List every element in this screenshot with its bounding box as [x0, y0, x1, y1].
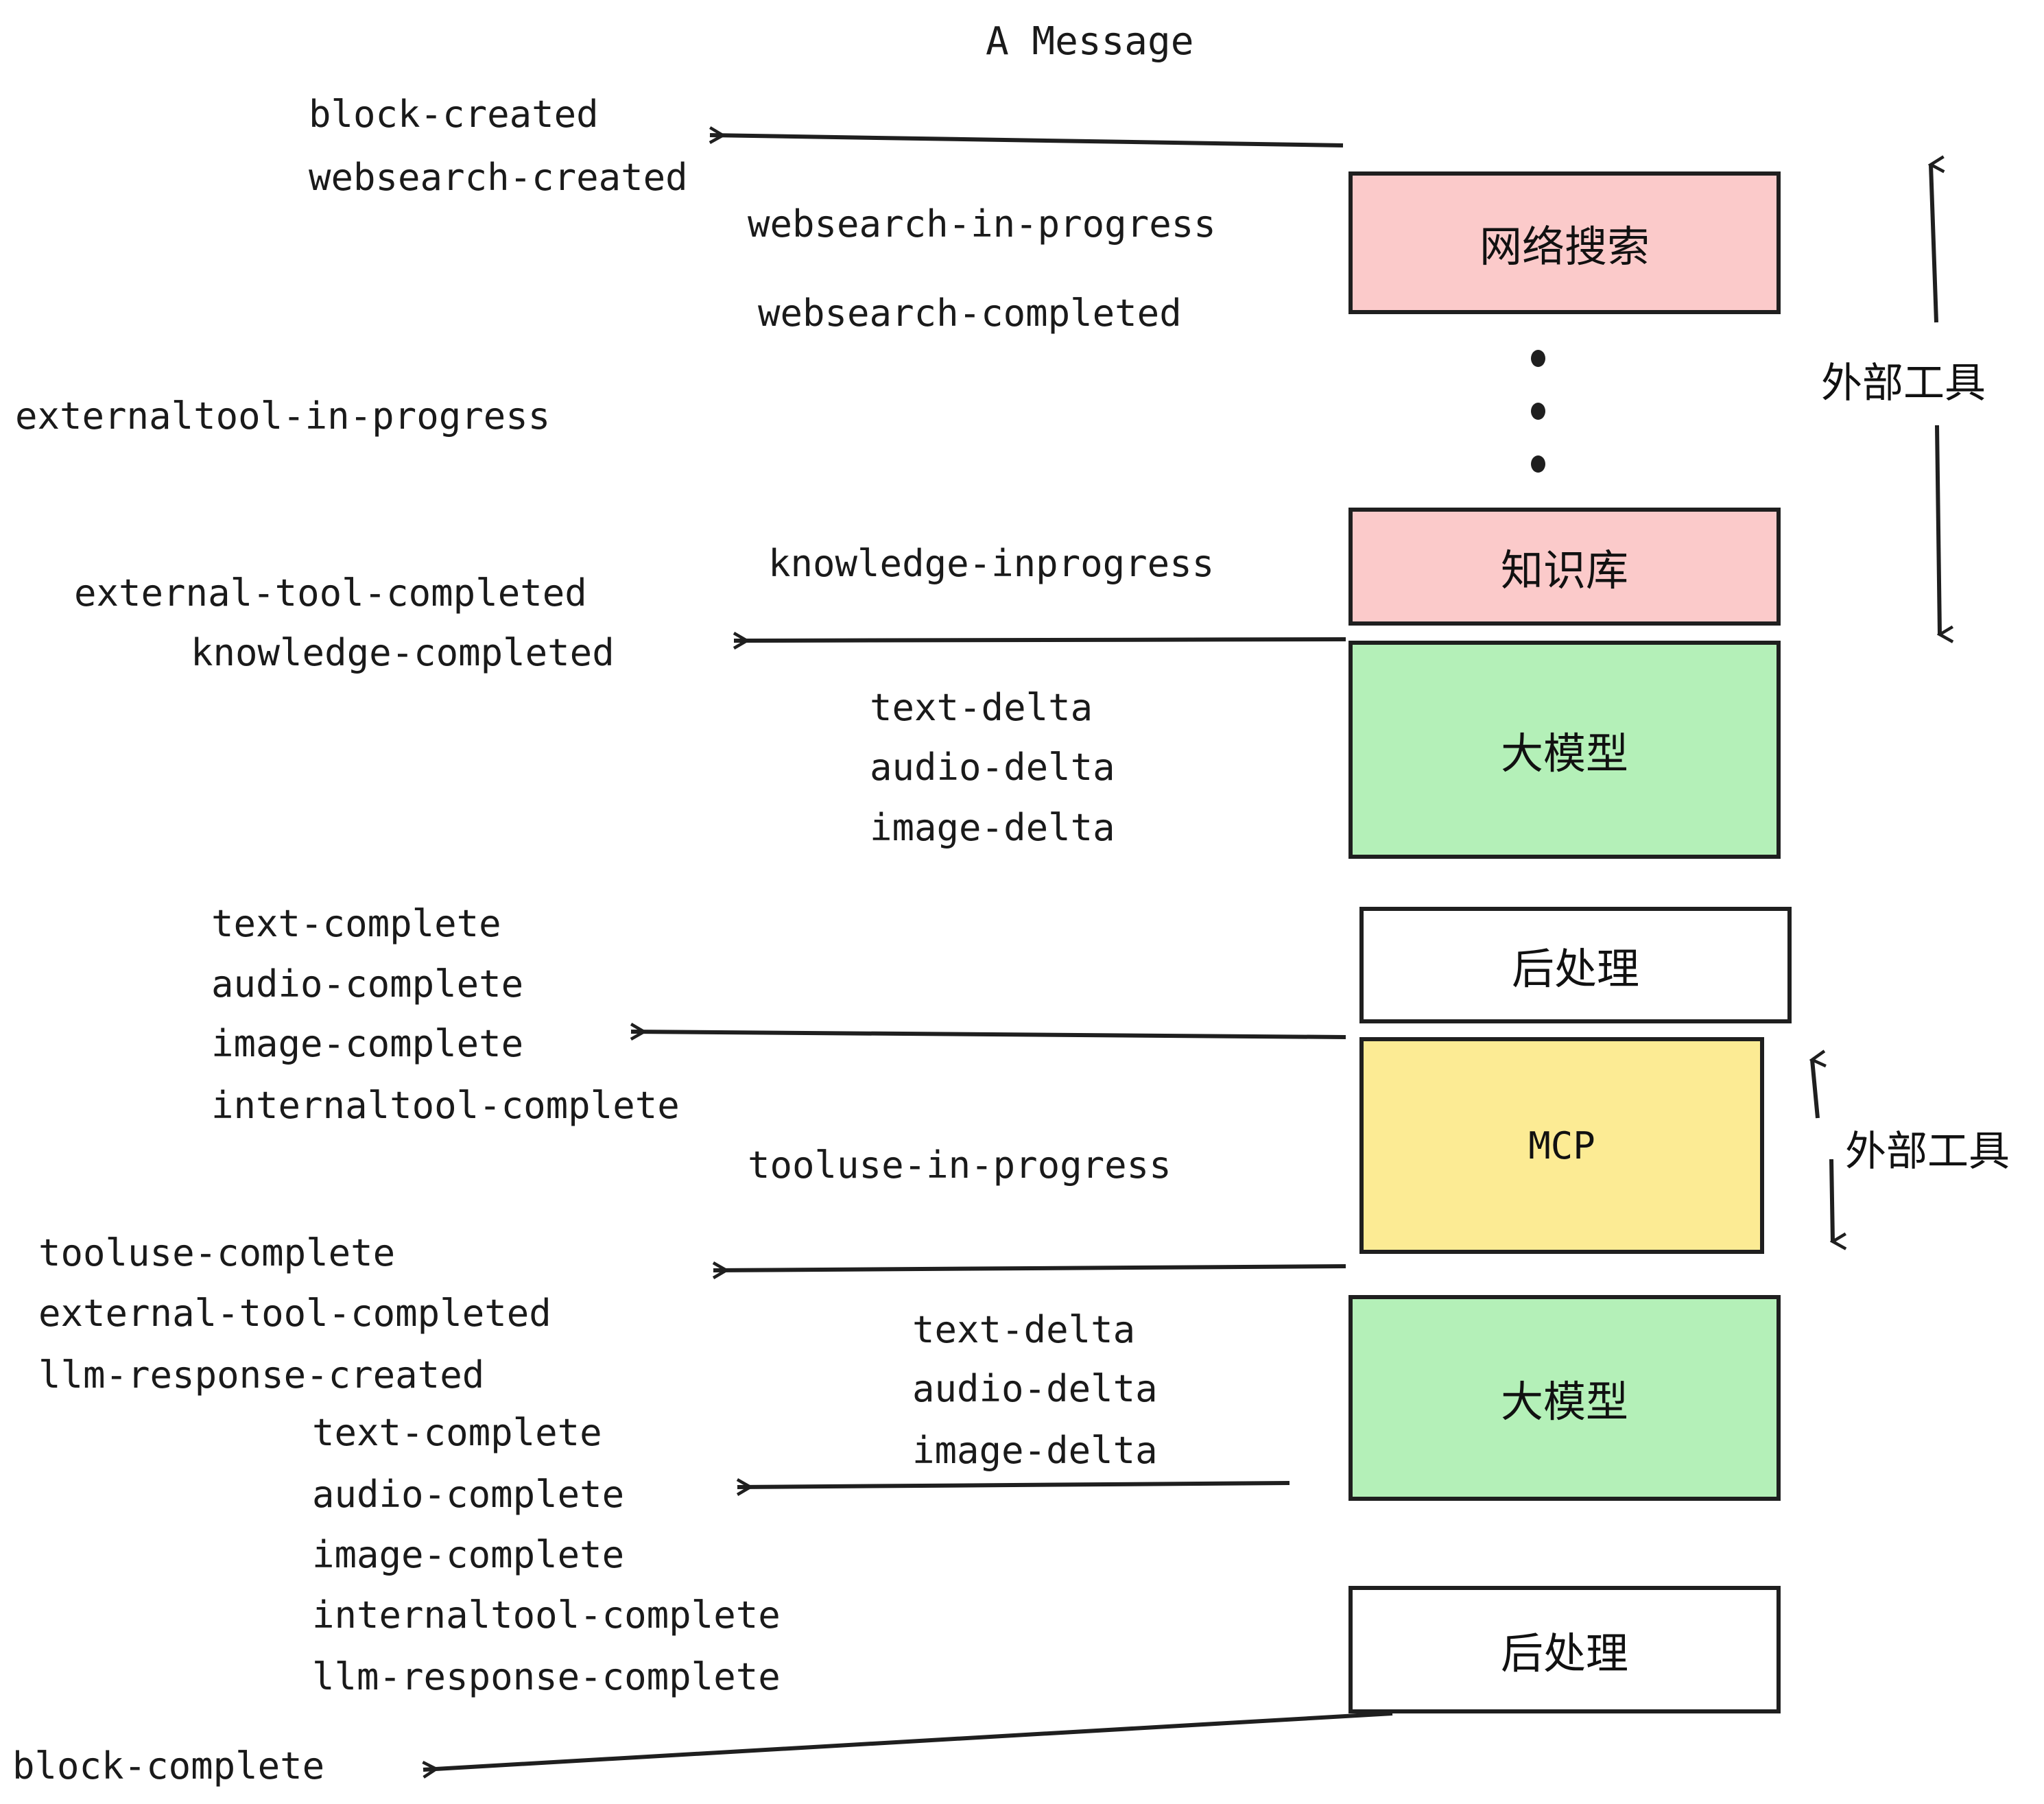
box-websearch[interactable]: 网络搜索 [1348, 171, 1781, 314]
ellipsis-dots [1531, 350, 1545, 508]
arrow-postprocess-to-image-complete [631, 1032, 1346, 1037]
event-label-external-tool-completed-1: external-tool-completed [74, 571, 587, 615]
box-postprocess-2[interactable]: 后处理 [1348, 1586, 1781, 1713]
box-llm-2-label: 大模型 [1500, 1377, 1628, 1427]
arrow-mcp-to-tooluse-complete [713, 1266, 1346, 1270]
event-label-audio-delta-2: audio-delta [912, 1367, 1158, 1410]
box-postprocess-1-label: 后处理 [1511, 944, 1639, 994]
event-label-image-complete-2: image-complete [312, 1533, 625, 1576]
arrow-external-tool-top-up [1931, 165, 1936, 323]
arrow-external-tool-top-down [1935, 425, 1940, 634]
event-label-llm-response-created: llm-response-created [38, 1353, 485, 1397]
box-knowledge[interactable]: 知识库 [1348, 508, 1781, 626]
event-label-audio-complete-1: audio-complete [211, 962, 524, 1006]
event-label-image-delta-1: image-delta [870, 806, 1115, 849]
event-label-websearch-created: websearch-created [309, 156, 688, 199]
arrow-external-tool-bottom-up [1812, 1060, 1818, 1119]
event-label-image-delta-2: image-delta [912, 1429, 1158, 1472]
arrow-websearch-to-block-created [710, 135, 1344, 147]
event-label-audio-complete-2: audio-complete [312, 1473, 625, 1516]
event-label-websearch-completed: websearch-completed [758, 292, 1182, 335]
box-websearch-label: 网络搜索 [1479, 222, 1650, 272]
event-label-externaltool-in-progress: externaltool-in-progress [15, 394, 551, 438]
page-title: A Message [986, 19, 1194, 64]
box-llm-1-label: 大模型 [1500, 728, 1628, 779]
event-label-tooluse-in-progress: tooluse-in-progress [748, 1143, 1172, 1187]
event-label-text-complete-2: text-complete [312, 1411, 602, 1454]
event-label-internaltool-complete-1: internaltool-complete [211, 1084, 680, 1127]
box-postprocess-2-label: 后处理 [1500, 1628, 1628, 1678]
side-label-external-tool-top: 外部工具 [1821, 359, 1986, 407]
event-label-text-delta-1: text-delta [870, 686, 1093, 729]
event-label-block-created: block-created [309, 93, 599, 136]
event-label-image-complete-1: image-complete [211, 1022, 524, 1065]
event-label-internaltool-complete-2: internaltool-complete [312, 1593, 781, 1637]
event-label-websearch-in-progress: websearch-in-progress [748, 202, 1216, 246]
event-label-block-complete: block-complete [12, 1744, 325, 1788]
box-mcp-label: MCP [1528, 1124, 1595, 1167]
box-postprocess-1[interactable]: 后处理 [1359, 907, 1792, 1023]
event-label-knowledge-inprogress: knowledge-inprogress [768, 542, 1215, 585]
event-label-audio-delta-1: audio-delta [870, 746, 1115, 789]
event-label-text-complete-1: text-complete [211, 902, 501, 945]
arrow-external-tool-bottom-down [1829, 1159, 1833, 1242]
dot-2 [1531, 403, 1545, 420]
box-mcp[interactable]: MCP [1359, 1037, 1764, 1254]
event-label-text-delta-2: text-delta [912, 1308, 1136, 1351]
event-label-external-tool-completed-2: external-tool-completed [38, 1292, 551, 1335]
dot-1 [1531, 350, 1545, 367]
dot-3 [1531, 455, 1545, 473]
arrow-llm-to-audio-complete [737, 1483, 1290, 1487]
box-llm-1[interactable]: 大模型 [1348, 641, 1781, 859]
side-label-external-tool-bottom: 外部工具 [1845, 1128, 2010, 1176]
event-label-tooluse-complete: tooluse-complete [38, 1231, 396, 1274]
arrow-postprocess-to-block-complete [423, 1711, 1393, 1770]
event-label-knowledge-completed: knowledge-completed [191, 631, 615, 674]
box-llm-2[interactable]: 大模型 [1348, 1295, 1781, 1501]
box-knowledge-label: 知识库 [1500, 545, 1628, 595]
event-label-llm-response-complete: llm-response-complete [312, 1655, 781, 1698]
arrow-knowledge-to-completed [734, 639, 1346, 641]
